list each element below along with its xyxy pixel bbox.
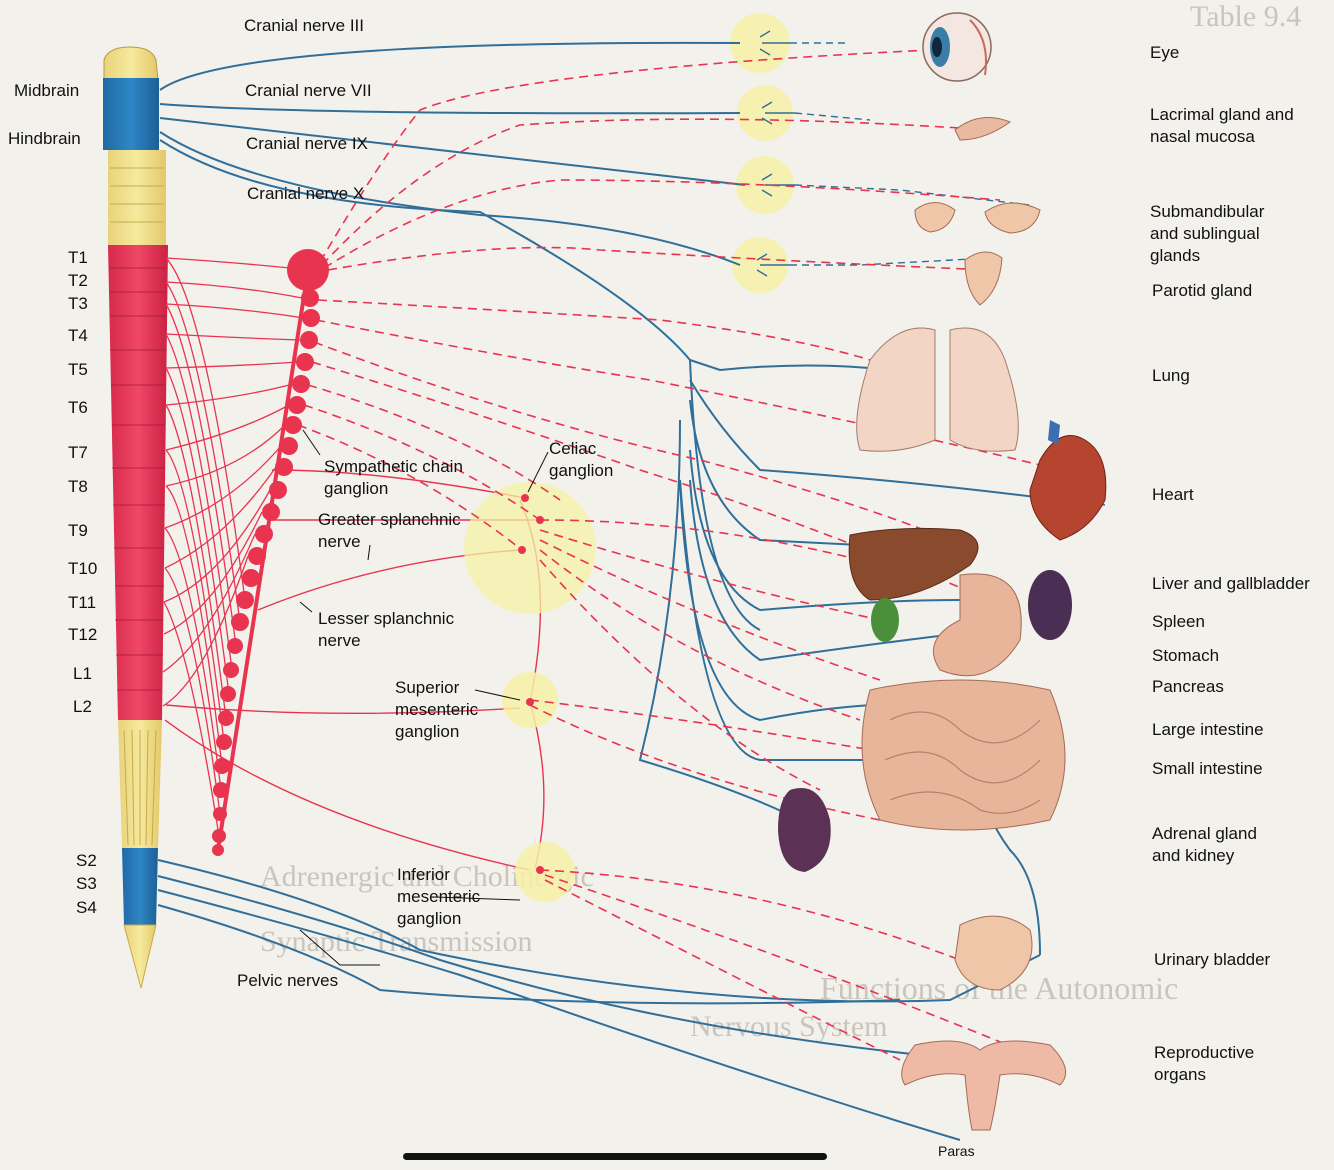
organ-illustrations bbox=[778, 12, 1107, 1131]
small-intestine-label: Small intestine bbox=[1152, 759, 1263, 778]
paras-label: Paras bbox=[938, 1143, 975, 1159]
thoracolumbar-region bbox=[108, 245, 168, 720]
spleen-label: Spleen bbox=[1152, 612, 1205, 631]
segment-label: T7 bbox=[68, 443, 88, 462]
submandibular-gland-illustration bbox=[984, 202, 1041, 234]
segment-label: T9 bbox=[68, 521, 88, 540]
segment-label: S4 bbox=[76, 898, 97, 917]
stomach-label: Stomach bbox=[1152, 646, 1220, 665]
parotid-gland-label: Parotid gland bbox=[1152, 281, 1253, 300]
sympathetic-chain-ganglion-label: Sympathetic chain ganglion bbox=[324, 457, 463, 498]
celiac-ganglion-label: Celiac ganglion bbox=[549, 439, 614, 480]
kidney-illustration bbox=[778, 788, 831, 872]
sympathetic-preganglionic-fibers bbox=[162, 257, 305, 837]
right-lung-illustration bbox=[949, 327, 1019, 452]
gallbladder-illustration bbox=[871, 598, 899, 642]
hindbrain-label: Hindbrain bbox=[8, 129, 81, 148]
submandibular-glands-label: Submandibular and sublingual glands bbox=[1150, 202, 1265, 265]
liver-gallbladder-label: Liver and gallbladder bbox=[1152, 574, 1310, 593]
adrenal-kidney-label: Adrenal gland and kidney bbox=[1152, 824, 1257, 865]
cranial-nerve-iii-label: Cranial nerve III bbox=[244, 16, 364, 35]
pancreas-label: Pancreas bbox=[1152, 677, 1224, 696]
reproductive-organs-illustration bbox=[901, 1040, 1067, 1131]
bleed-through-text: Table 9.4 bbox=[1190, 0, 1302, 33]
segment-label: T2 bbox=[68, 271, 88, 290]
eye-label: Eye bbox=[1150, 43, 1180, 62]
urinary-bladder-illustration bbox=[954, 915, 1033, 991]
eye-illustration bbox=[922, 12, 992, 82]
midbrain-label: Midbrain bbox=[14, 81, 80, 100]
segment-label: T1 bbox=[68, 248, 88, 267]
sympathetic-chain bbox=[212, 249, 329, 856]
midbrain-hindbrain-region bbox=[103, 78, 159, 150]
liver-illustration bbox=[848, 527, 979, 601]
sacral-region bbox=[122, 848, 158, 925]
large-intestine-label: Large intestine bbox=[1152, 720, 1264, 739]
spleen-illustration bbox=[1028, 570, 1072, 640]
ganglia bbox=[464, 13, 794, 902]
lacrimal-gland-label: Lacrimal gland and nasal mucosa bbox=[1150, 105, 1294, 146]
reproductive-organs-label: Reproductive organs bbox=[1154, 1043, 1255, 1084]
segment-label: T8 bbox=[68, 477, 88, 496]
segment-label: T11 bbox=[68, 593, 97, 612]
heart-illustration bbox=[1029, 435, 1107, 541]
cranial-nerve-x-label: Cranial nerve X bbox=[247, 184, 365, 203]
home-indicator-bar[interactable] bbox=[403, 1153, 827, 1160]
segment-label: S2 bbox=[76, 851, 97, 870]
greater-splanchnic-nerve-label: Greater splanchnic nerve bbox=[318, 510, 461, 551]
cranial-nerve-vii-label: Cranial nerve VII bbox=[245, 81, 372, 100]
segment-label: L2 bbox=[73, 697, 92, 716]
spinal-cord bbox=[103, 46, 168, 989]
pelvic-nerves-label: Pelvic nerves bbox=[237, 971, 339, 990]
segment-label: L1 bbox=[73, 664, 92, 683]
segment-label: T5 bbox=[68, 360, 88, 379]
segment-label: S3 bbox=[76, 874, 97, 893]
left-lung-illustration bbox=[856, 327, 936, 452]
lacrimal-gland-illustration bbox=[954, 117, 1012, 141]
inferior-mesenteric-ganglion-label: Inferior mesenteric ganglion bbox=[397, 865, 481, 928]
superior-mesenteric-ganglion-label: Superior mesenteric ganglion bbox=[395, 678, 479, 741]
segment-label: T6 bbox=[68, 398, 88, 417]
midbrain-cap bbox=[103, 46, 159, 81]
cauda-tip bbox=[123, 924, 157, 989]
lesser-splanchnic-nerve-label: Lesser splanchnic nerve bbox=[318, 609, 455, 650]
parotid-gland-illustration bbox=[964, 251, 1003, 306]
stomach-illustration bbox=[932, 573, 1022, 677]
urinary-bladder-label: Urinary bladder bbox=[1154, 950, 1271, 969]
lung-label: Lung bbox=[1152, 366, 1190, 385]
parasympathetic-fibers bbox=[157, 41, 1061, 1141]
segment-label: T3 bbox=[68, 294, 88, 313]
sympathetic-postganglionic-fibers bbox=[297, 49, 1061, 1061]
leader-lines bbox=[299, 429, 549, 966]
sublingual-gland-illustration bbox=[914, 202, 956, 233]
heart-label: Heart bbox=[1152, 485, 1194, 504]
segment-label: T10 bbox=[68, 559, 98, 578]
intestines-illustration bbox=[861, 679, 1066, 831]
segment-label: T12 bbox=[68, 625, 98, 644]
cervical-region bbox=[108, 150, 166, 245]
segment-label: T4 bbox=[68, 326, 88, 345]
cranial-nerve-ix-label: Cranial nerve IX bbox=[246, 134, 368, 153]
